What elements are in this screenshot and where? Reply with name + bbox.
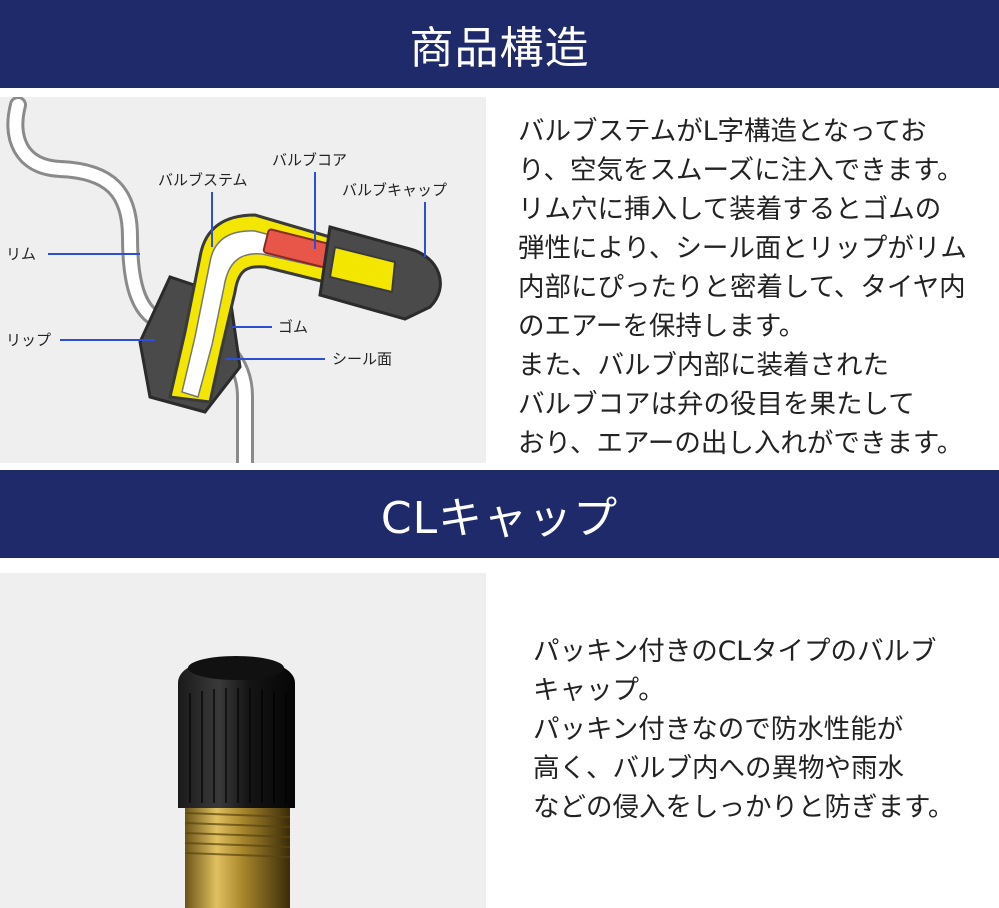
label-cap: バルブキャップ <box>342 181 447 199</box>
black-cap <box>178 658 295 808</box>
section-title: 商品構造 <box>409 23 590 74</box>
description-line: などの侵入をしっかりと防ぎます。 <box>533 792 955 823</box>
label-lip: リップ <box>6 331 51 349</box>
description-line: キャップ。 <box>533 675 665 706</box>
label-rim: リム <box>6 245 36 263</box>
label-seal: シール面 <box>332 350 392 368</box>
description-line: パッキン付きなので防水性能が <box>533 714 904 745</box>
description-line: また、バルブ内部に装着された <box>518 350 889 381</box>
cl-cap-description: パッキン付きのCLタイプのバルブ キャップ。 パッキン付きなので防水性能が 高く… <box>533 632 954 827</box>
description-line: バルブコアは弁の役目を果たして <box>518 389 915 420</box>
section-header-cl-cap: CLキャップ <box>0 470 999 558</box>
valve-structure-diagram: リム リップ バルブステム バルブコア バルブキャップ ゴム シール面 <box>0 97 486 463</box>
description-line: り、空気をスムーズに注入できます。 <box>518 155 964 186</box>
description-line: おり、エアーの出し入れができます。 <box>518 428 964 459</box>
section-header-structure: 商品構造 <box>0 0 999 88</box>
label-rubber: ゴム <box>278 318 308 336</box>
description-line: のエアーを保持します。 <box>518 311 806 342</box>
description-line: バルブステムがL字構造となってお <box>518 116 927 147</box>
description-line: 内部にぴったりと密着して、タイヤ内 <box>518 272 966 303</box>
description-line: 弾性により、シール面とリップがリム <box>518 233 967 264</box>
structure-description: バルブステムがL字構造となってお り、空気をスムーズに注入できます。 リム穴に挿… <box>518 112 967 463</box>
description-line: 高く、バルブ内への異物や雨水 <box>533 753 904 784</box>
label-core: バルブコア <box>272 151 347 169</box>
valve-diagram-svg: リム リップ バルブステム バルブコア バルブキャップ ゴム シール面 <box>6 97 447 463</box>
label-stem: バルブステム <box>158 171 248 189</box>
description-line: リム穴に挿入して装着するとゴムの <box>518 194 942 225</box>
cl-cap-photo <box>0 573 486 908</box>
cap-illustration <box>178 656 295 908</box>
section-title: CLキャップ <box>380 493 619 544</box>
description-line: パッキン付きのCLタイプのバルブ <box>533 636 937 667</box>
